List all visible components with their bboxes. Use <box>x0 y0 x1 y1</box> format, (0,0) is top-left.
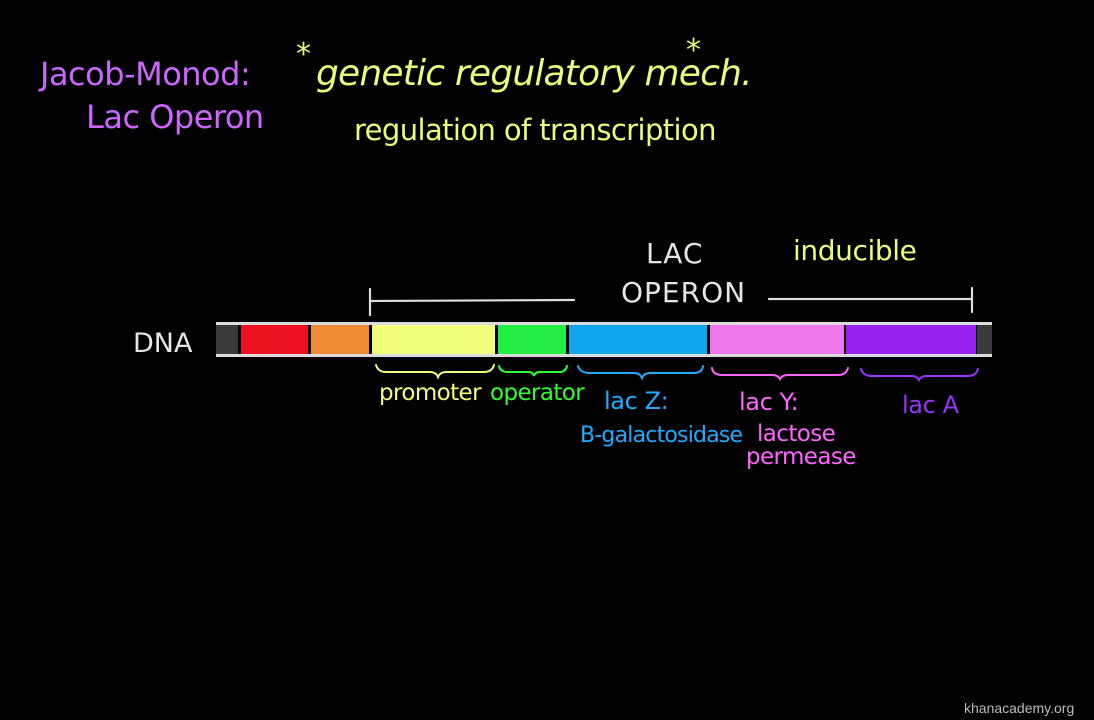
brace-operator <box>498 365 568 377</box>
dna-segments <box>216 325 992 354</box>
dna-strand-top <box>216 322 992 325</box>
operon-label-inducible: inducible <box>793 234 917 267</box>
title-jacob-monod: Jacob-Monod: <box>40 55 251 93</box>
brace-laca <box>860 368 979 383</box>
brace-lacy <box>711 367 849 382</box>
operon-span-bracket <box>368 286 974 317</box>
label-permease: permease <box>746 444 856 470</box>
label-lacy: lac Y: <box>739 388 799 416</box>
dna-segment-lacA <box>846 325 976 354</box>
dna-segment-end-right <box>977 325 992 354</box>
label-lacz: lac Z: <box>604 387 669 415</box>
label-laca: lac A <box>902 391 959 419</box>
operon-label-operon: OPERON <box>621 276 747 309</box>
heading-genetic-regulatory-mech: genetic regulatory mech. <box>316 53 753 94</box>
asterisk-right: * <box>686 33 701 68</box>
dna-label: DNA <box>133 328 193 359</box>
operon-label-lac: LAC <box>646 237 704 270</box>
asterisk-left: * <box>296 37 311 72</box>
label-operator: operator <box>490 380 585 406</box>
khanacademy-watermark: khanacademy.org <box>964 700 1075 716</box>
label-lactose: lactose <box>757 421 836 447</box>
label-promoter: promoter <box>379 380 482 406</box>
dna-segment-lacY <box>710 325 844 354</box>
brace-promoter <box>375 364 495 380</box>
dna-segment-end-left <box>216 325 238 354</box>
label-b-galactosidase: B-galactosidase <box>580 423 743 448</box>
dna-segment-orange <box>311 325 369 354</box>
dna-segment-lacZ <box>569 325 707 354</box>
dna-segment-red <box>241 325 308 354</box>
title-lac-operon: Lac Operon <box>86 98 264 136</box>
heading-regulation-of-transcription: regulation of transcription <box>354 113 717 147</box>
brace-lacz <box>577 365 704 381</box>
dna-segment-promoter <box>372 325 495 354</box>
dna-strand-bottom <box>216 354 992 357</box>
dna-segment-operator <box>498 325 566 354</box>
